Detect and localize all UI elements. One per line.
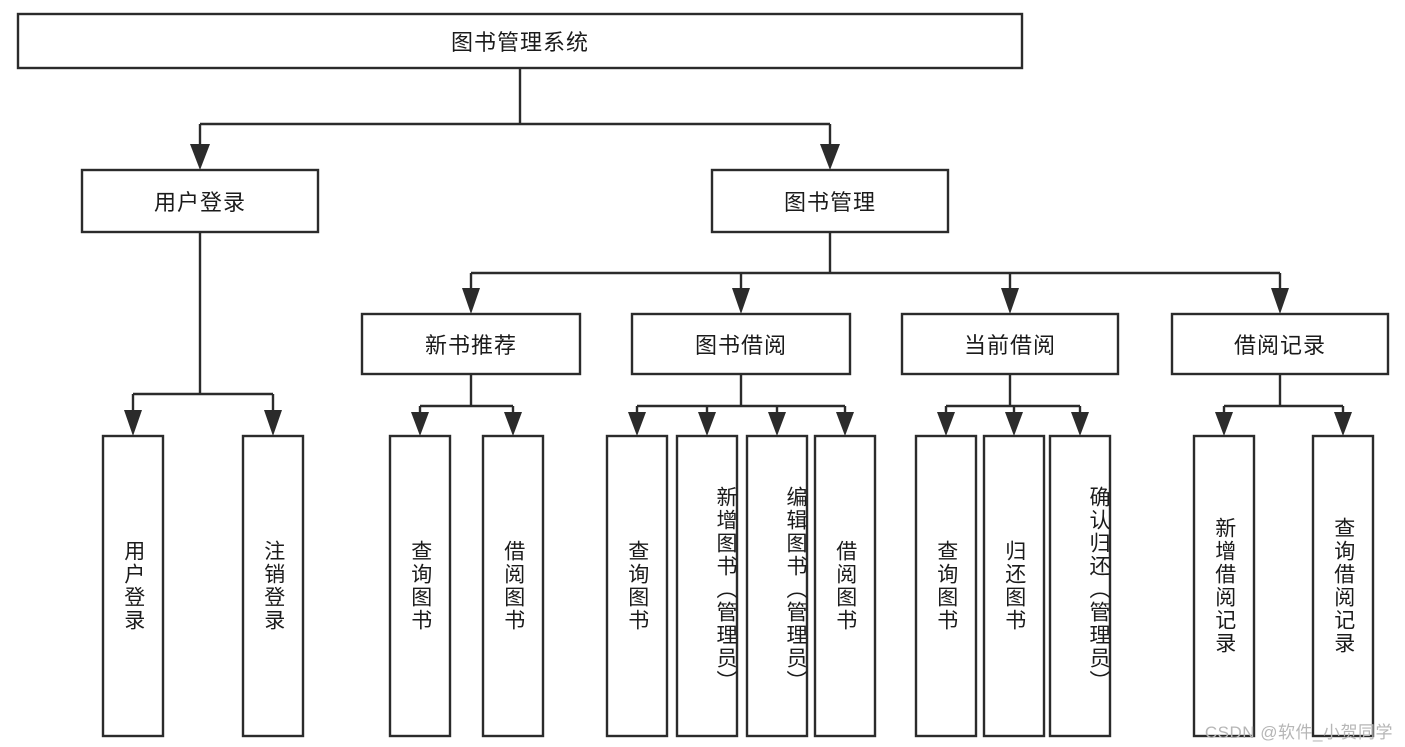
node-user-login-box[interactable] xyxy=(80,168,320,234)
leaf-box-newbook-query[interactable] xyxy=(388,434,452,738)
arrow-record-leaf2-icon xyxy=(1334,412,1352,436)
arrow-newbook-leaf1-icon xyxy=(411,412,429,436)
leaf-box-borrow-add[interactable] xyxy=(675,434,739,738)
leaf-box-record-query[interactable] xyxy=(1311,434,1375,738)
arrow-newbook-leaf2-icon xyxy=(504,412,522,436)
node-new-book-recommend-box[interactable] xyxy=(360,312,582,376)
node-book-borrow-box[interactable] xyxy=(630,312,852,376)
arrow-login-leaf1-icon xyxy=(124,410,142,436)
arrow-borrow-leaf4-icon xyxy=(836,412,854,436)
arrow-root-to-login-icon xyxy=(190,144,210,170)
arrow-borrow-leaf1-icon xyxy=(628,412,646,436)
arrow-login-leaf2-icon xyxy=(264,410,282,436)
leaf-box-current-confirm-return[interactable] xyxy=(1048,434,1112,738)
node-borrow-record-box[interactable] xyxy=(1170,312,1390,376)
node-root-box[interactable] xyxy=(16,12,1024,70)
leaf-box-newbook-borrow[interactable] xyxy=(481,434,545,738)
arrow-newbook-icon xyxy=(462,288,480,314)
arrow-current-leaf3-icon xyxy=(1071,412,1089,436)
leaf-box-current-query[interactable] xyxy=(914,434,978,738)
arrow-record-leaf1-icon xyxy=(1215,412,1233,436)
arrow-current-icon xyxy=(1001,288,1019,314)
arrow-borrow-icon xyxy=(732,288,750,314)
leaf-box-borrow-query[interactable] xyxy=(605,434,669,738)
leaf-box-logout[interactable] xyxy=(241,434,305,738)
arrow-root-to-bookmgmt-icon xyxy=(820,144,840,170)
leaf-box-current-return[interactable] xyxy=(982,434,1046,738)
arrow-borrow-leaf3-icon xyxy=(768,412,786,436)
leaf-box-borrow-lend[interactable] xyxy=(813,434,877,738)
arrow-current-leaf1-icon xyxy=(937,412,955,436)
node-current-borrow-box[interactable] xyxy=(900,312,1120,376)
leaf-box-user-login[interactable] xyxy=(101,434,165,738)
node-book-management-box[interactable] xyxy=(710,168,950,234)
leaf-box-record-add[interactable] xyxy=(1192,434,1256,738)
watermark-text: CSDN @软件_小贺同学 xyxy=(1204,723,1393,742)
arrow-record-icon xyxy=(1271,288,1289,314)
leaf-box-borrow-edit[interactable] xyxy=(745,434,809,738)
arrow-borrow-leaf2-icon xyxy=(698,412,716,436)
arrow-current-leaf2-icon xyxy=(1005,412,1023,436)
